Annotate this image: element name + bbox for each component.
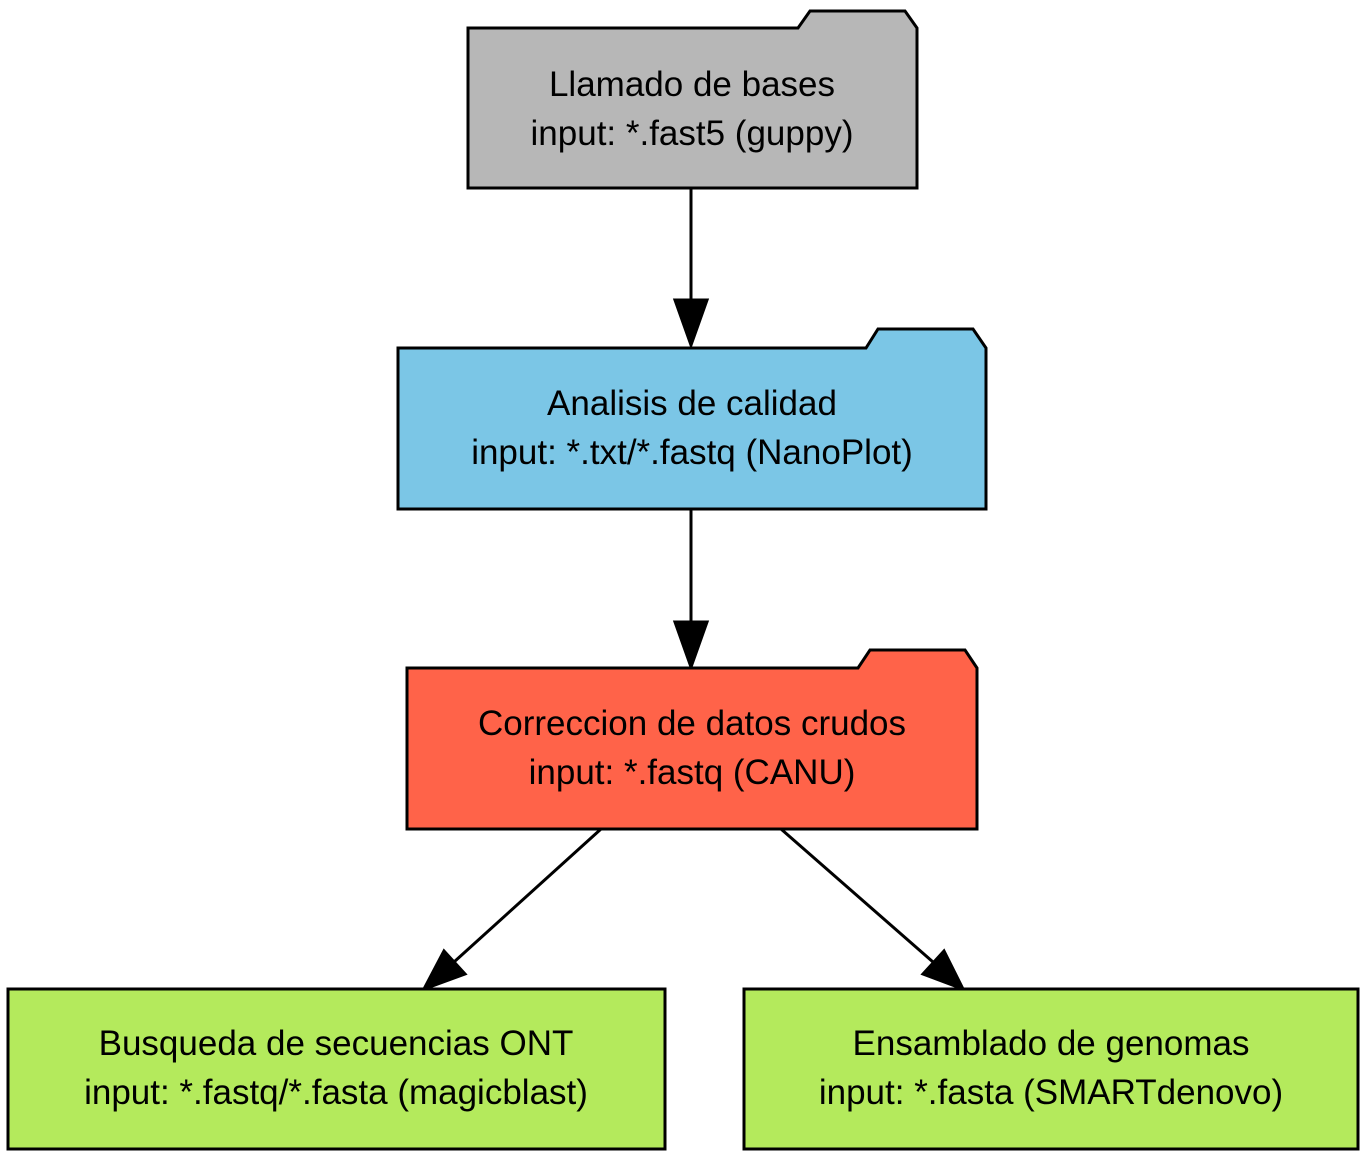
edge-correction-to-assembly (780, 827, 967, 992)
node-search-shape (6, 987, 667, 1151)
edges (420, 188, 967, 992)
node-basecalling-subtitle: input: *.fast5 (guppy) (531, 114, 854, 153)
node-correction-subtitle: input: *.fastq (CANU) (529, 753, 856, 792)
node-search[interactable]: Busqueda de secuencias ONT input: *.fast… (6, 987, 667, 1151)
edge-basecalling-to-quality (672, 188, 710, 350)
node-correction-shape (405, 648, 979, 831)
node-assembly[interactable]: Ensamblado de genomas input: *.fasta (SM… (742, 987, 1360, 1151)
node-search-subtitle: input: *.fastq/*.fasta (magicblast) (84, 1073, 588, 1112)
node-quality-title: Analisis de calidad (547, 384, 837, 423)
node-assembly-shape (742, 987, 1360, 1151)
node-search-title: Busqueda de secuencias ONT (99, 1024, 574, 1063)
edge-quality-to-correction (672, 509, 710, 672)
node-correction[interactable]: Correccion de datos crudos input: *.fast… (405, 648, 979, 831)
node-assembly-title: Ensamblado de genomas (853, 1024, 1250, 1063)
node-quality[interactable]: Analisis de calidad input: *.txt/*.fastq… (396, 327, 988, 511)
node-basecalling-shape (466, 9, 919, 190)
node-assembly-subtitle: input: *.fasta (SMARTdenovo) (819, 1073, 1283, 1112)
node-basecalling-title: Llamado de bases (549, 65, 835, 104)
node-quality-subtitle: input: *.txt/*.fastq (NanoPlot) (471, 433, 913, 472)
node-correction-title: Correccion de datos crudos (478, 704, 906, 743)
edge-correction-to-search (420, 827, 603, 992)
node-quality-shape (396, 327, 988, 511)
node-basecalling[interactable]: Llamado de bases input: *.fast5 (guppy) (466, 9, 919, 190)
